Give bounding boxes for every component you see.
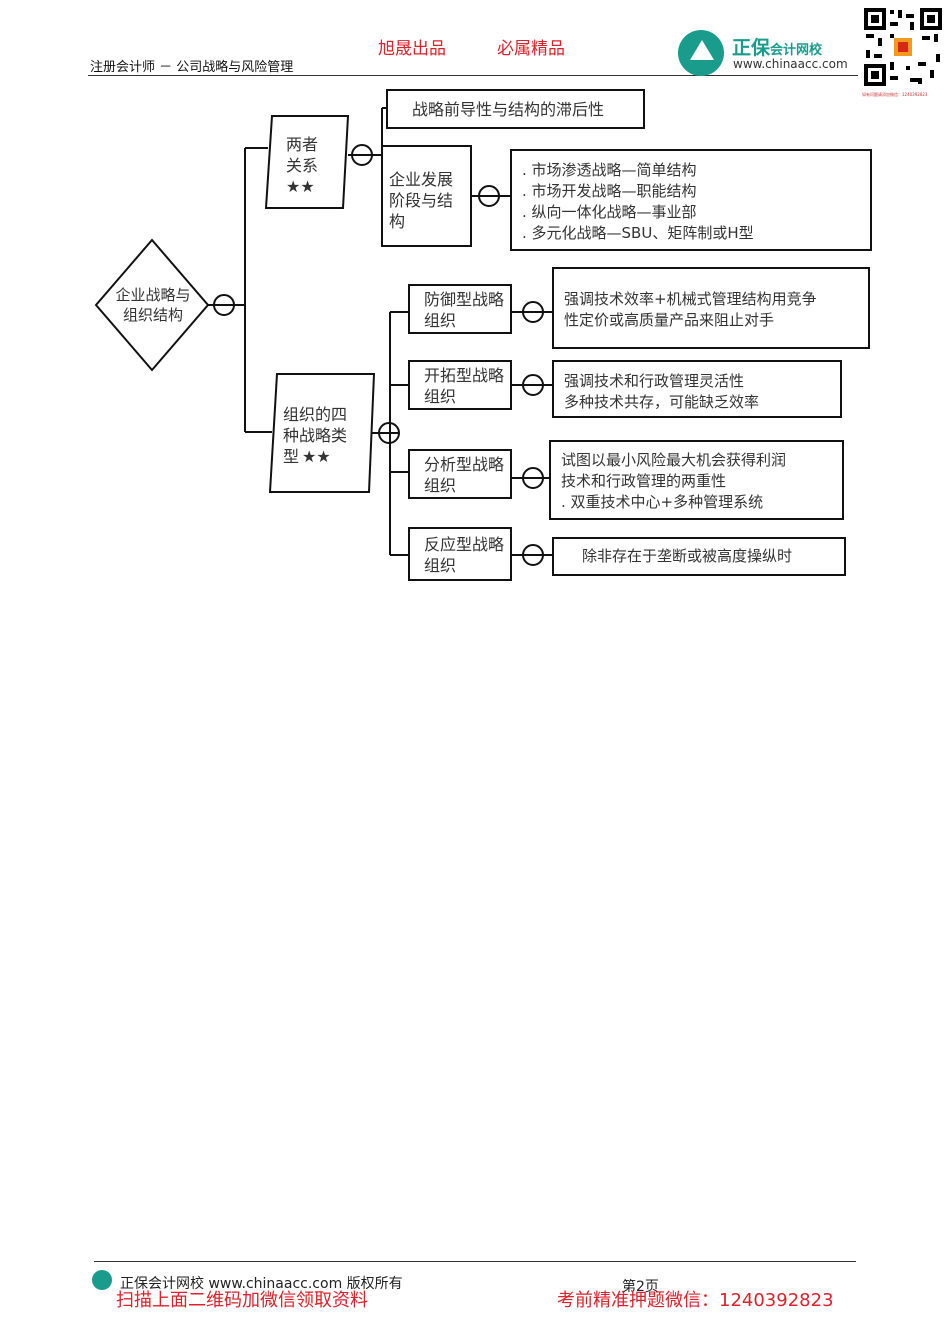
slogan-left: 旭晟出品 [378,39,446,59]
logo-brand-name: 正保会计网校 [732,37,823,59]
qr-code-icon [862,6,944,88]
footer-promo-right: 考前精准押题微信：1240392823 [557,1290,834,1311]
strategy-type-defender: 防御型战略组织 [408,284,512,334]
strategy-type-reactor-desc: 除非存在于垄断或被高度操纵时 [552,537,846,576]
qr-note: 如有问题请添加微信：1240392823 [862,92,928,97]
footer-copyright: 正保会计网校 www.chinaacc.com 版权所有 [120,1276,403,1292]
detail-line: . 纵向一体化战略—事业部 [522,203,697,221]
footer-logo-icon [92,1270,112,1290]
detail-line: . 多元化战略—SBU、矩阵制或H型 [522,224,754,242]
logo-url: www.chinaacc.com [733,57,848,71]
slogan-right: 必属精品 [497,39,565,59]
branch1-stars: ★★ [286,177,315,196]
branch2-shape [268,373,376,493]
branch1-shape [264,115,350,209]
branch1-item2-details: . 市场渗透战略—简单结构 . 市场开发战略—职能结构 . 纵向一体化战略—事业… [510,149,872,251]
strategy-type-prospector-desc: 强调技术和行政管理灵活性 多种技术共存，可能缺乏效率 [552,360,842,418]
footer-promo-left: 扫描上面二维码加微信领取资料 [116,1290,368,1311]
logo-triangle-icon [690,40,714,60]
branch2-label: 组织的四种战略类型 [283,405,348,466]
strategy-type-prospector: 开拓型战略组织 [408,360,512,410]
branch1-label: 两者关系 [286,135,319,175]
strategy-type-analyzer-desc: 试图以最小风险最大机会获得利润 技术和行政管理的两重性 . 双重技术中心+多种管… [549,440,844,520]
strategy-type-reactor: 反应型战略组织 [408,527,512,581]
branch1-item2: 企业发展阶段与结构 [381,145,472,247]
document-subject: 注册会计师 － 公司战略与风险管理 [90,60,294,75]
branch1-item1: 战略前导性与结构的滞后性 [386,89,645,129]
root-node: 企业战略与组织结构 [115,286,191,324]
detail-line: . 市场渗透战略—简单结构 [522,161,697,179]
header-divider [88,75,858,76]
strategy-type-defender-desc: 强调技术效率+机械式管理结构用竞争 性定价或高质量产品来阻止对手 [552,267,870,349]
detail-line: . 市场开发战略—职能结构 [522,182,697,200]
page-number: 第2页 [622,1279,659,1295]
branch2-stars: ★★ [302,447,331,466]
strategy-type-analyzer: 分析型战略组织 [408,449,512,499]
root-diamond [94,238,210,372]
footer-divider [94,1261,856,1262]
